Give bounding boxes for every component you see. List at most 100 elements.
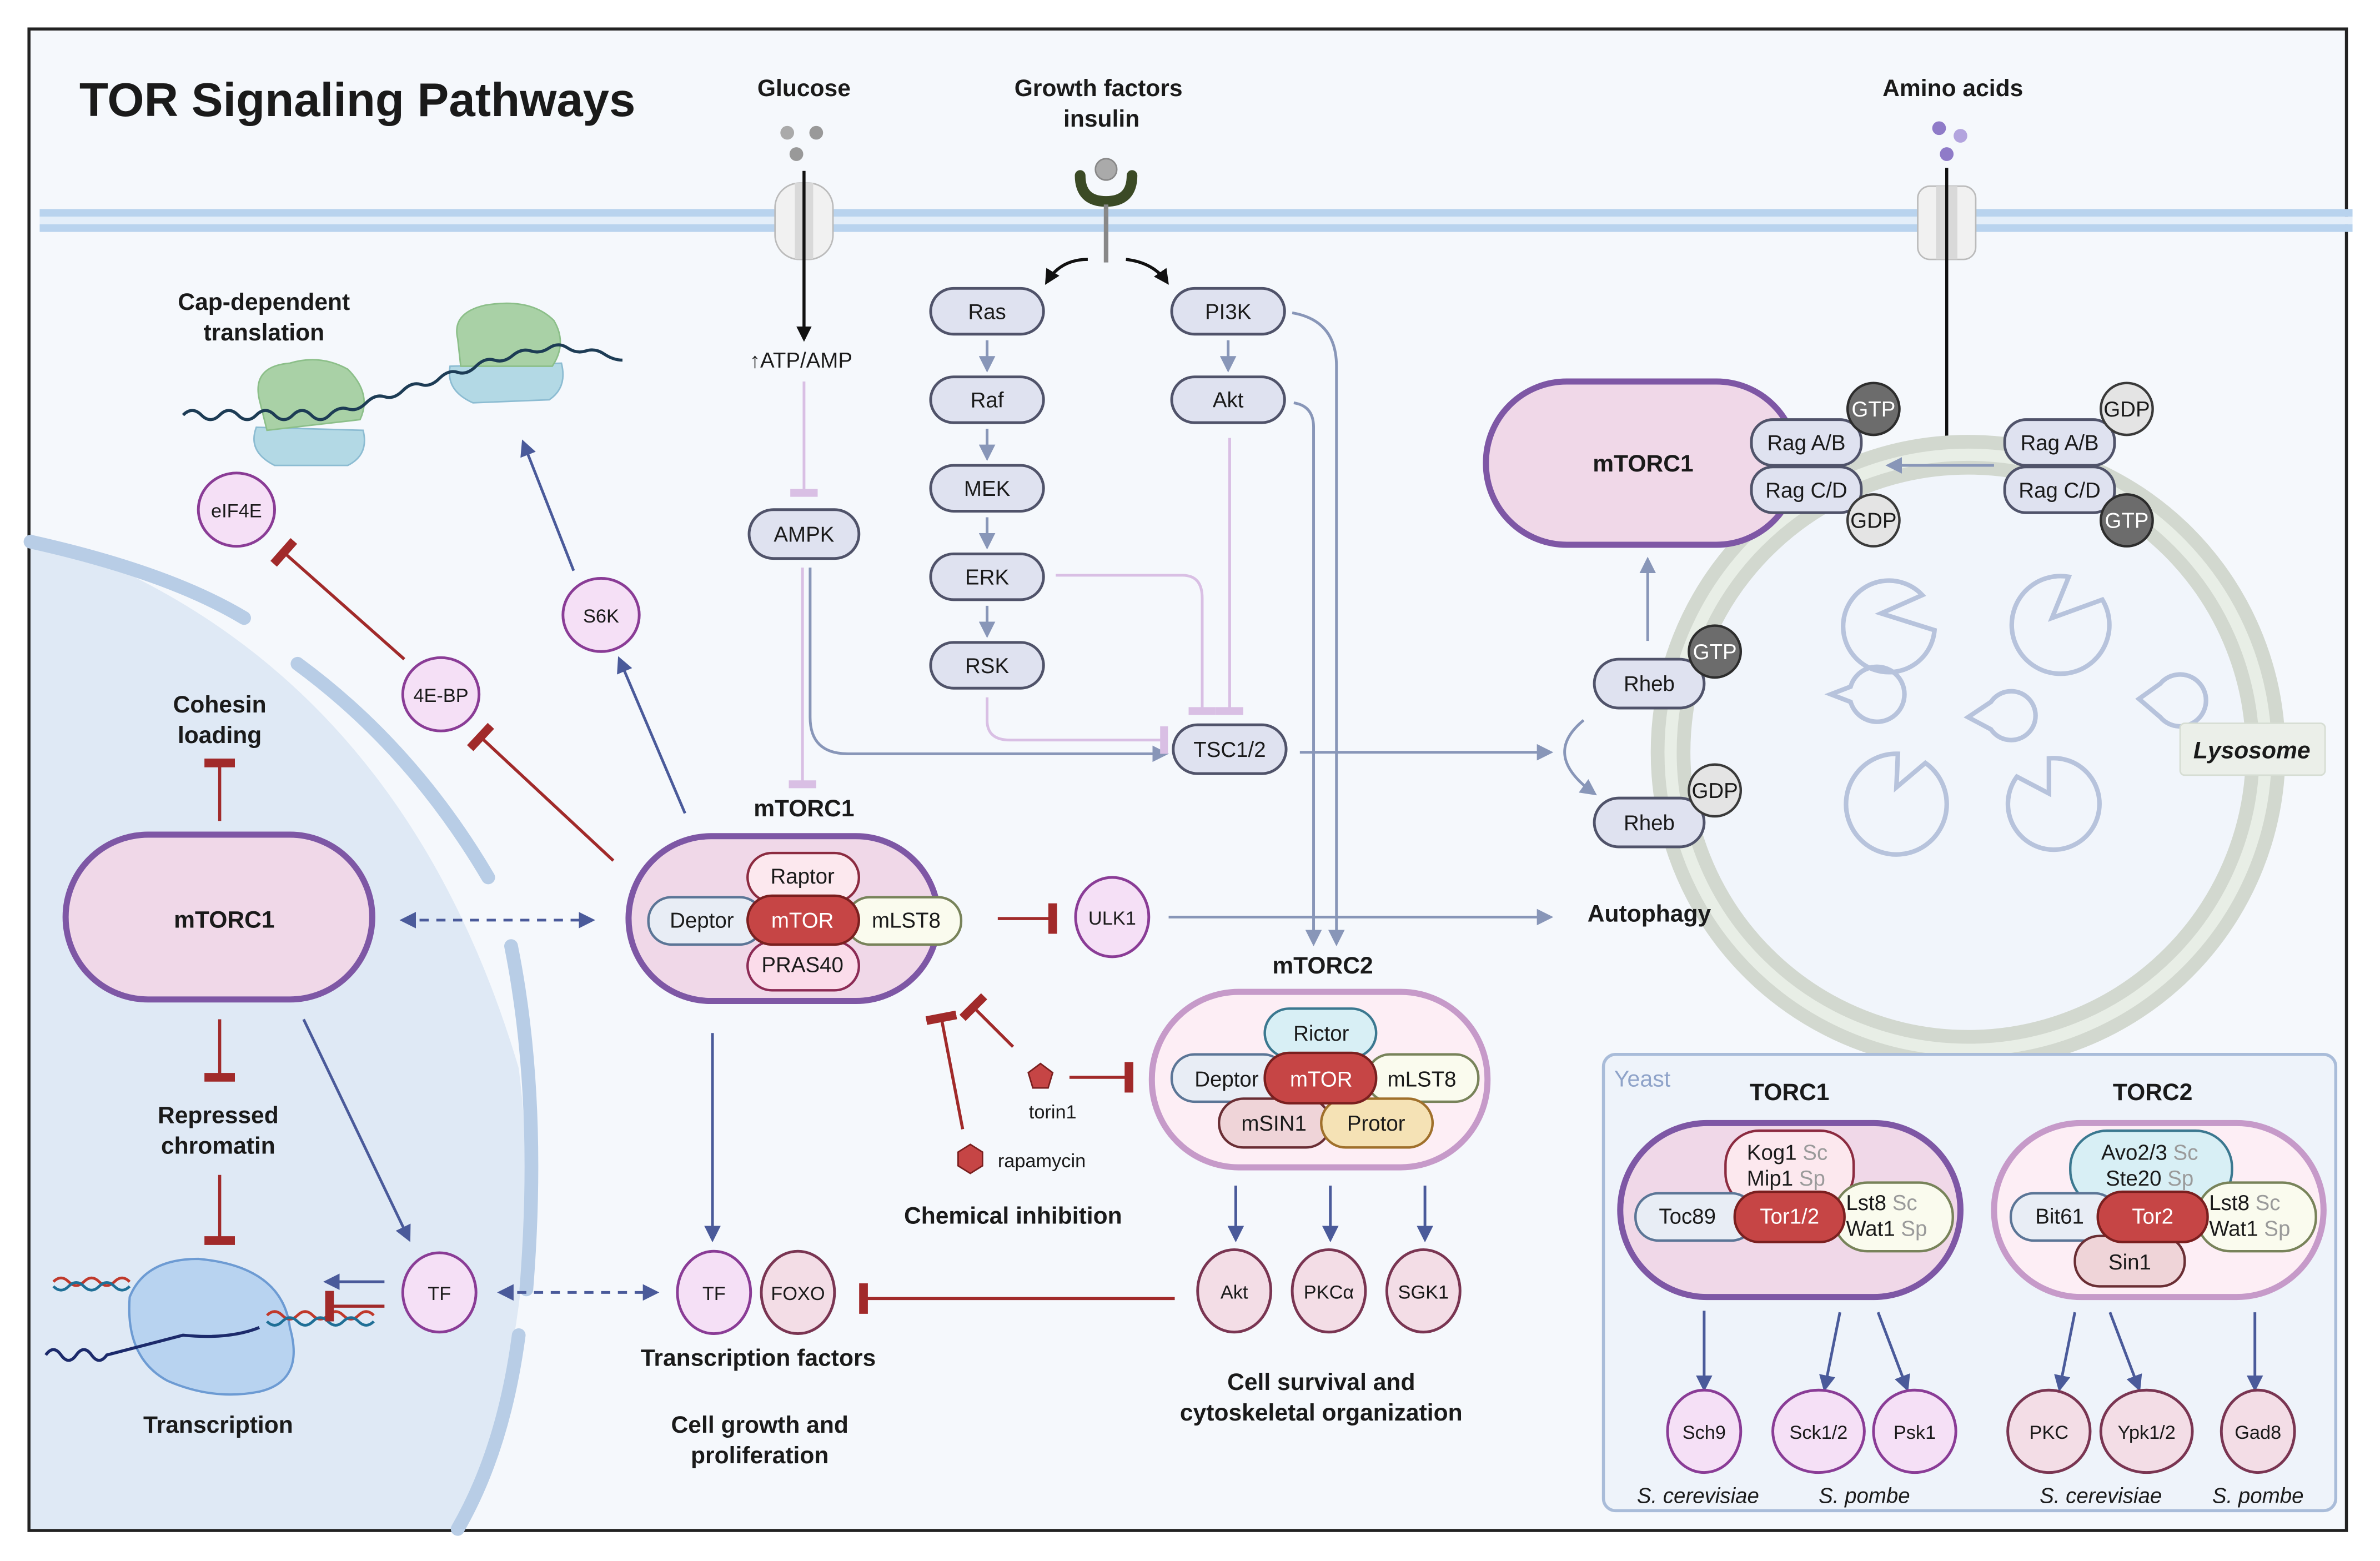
svg-text:Ypk1/2: Ypk1/2	[2117, 1422, 2175, 1443]
raf-node[interactable]: Raf	[929, 375, 1045, 424]
receptor-to-ras-arrow	[1045, 258, 1088, 285]
svg-text:mTOR: mTOR	[1290, 1067, 1353, 1091]
autophagy-label: Autophagy	[1588, 901, 1711, 927]
mtorc1-4ebp-inhibition	[466, 722, 615, 862]
mtorc1-tf-arrow	[302, 1018, 411, 1242]
svg-text:RSK: RSK	[965, 654, 1009, 678]
svg-text:Ras: Ras	[968, 300, 1006, 324]
svg-text:Tor1/2: Tor1/2	[1760, 1205, 1819, 1229]
mek-node[interactable]: MEK	[929, 464, 1045, 513]
ulk1-node[interactable]: ULK1	[1074, 876, 1151, 958]
svg-text:PKC: PKC	[2030, 1422, 2069, 1443]
svg-text:ERK: ERK	[965, 565, 1009, 589]
akt-node[interactable]: Akt	[1170, 375, 1286, 424]
sch9-node[interactable]: Sch9	[1666, 1388, 1743, 1474]
svg-text:eIF4E: eIF4E	[211, 501, 262, 522]
cohesin-label: Cohesin	[173, 691, 267, 718]
svg-text:Avo2/3 Sc: Avo2/3 Sc	[2101, 1141, 2198, 1165]
svg-text:GTP: GTP	[2105, 509, 2148, 533]
lysosome-label-box	[2179, 722, 2326, 776]
protor-subunit	[1320, 1097, 1434, 1149]
4ebp-node[interactable]: 4E-BP	[401, 656, 481, 732]
sck12-node[interactable]: Sck1/2	[1771, 1388, 1866, 1474]
rapamycin-icon	[957, 1143, 983, 1174]
foxo-node[interactable]: FOXO	[760, 1249, 836, 1336]
eif4e-node[interactable]: eIF4E	[197, 471, 277, 548]
sgk1-target-node[interactable]: SGK1	[1385, 1248, 1462, 1334]
svg-text:Ste20 Sp: Ste20 Sp	[2106, 1167, 2193, 1191]
rheb-gdp-node[interactable]: Rheb	[1593, 796, 1706, 849]
svg-text:FOXO: FOXO	[771, 1283, 825, 1304]
ypk12-node[interactable]: Ypk1/2	[2099, 1388, 2194, 1474]
nuclear-tf-node[interactable]: TF	[401, 1251, 478, 1334]
amino-acid-molecules-icon	[1932, 121, 1967, 161]
rag-cd-active[interactable]: Rag C/D	[1750, 465, 1863, 514]
tf-node[interactable]: TF	[676, 1249, 752, 1336]
torc2-pkc-arrow	[2054, 1312, 2076, 1392]
mtorc2-complex[interactable]: Rictor Deptor mLST8 mSIN1 Protor mTOR	[1148, 988, 1491, 1171]
rsk-node[interactable]: RSK	[929, 641, 1045, 690]
mtorc2-header: mTORC2	[1272, 952, 1373, 979]
svg-text:TF: TF	[702, 1283, 726, 1304]
torc1-psk1-arrow	[1876, 1312, 1910, 1392]
pi3k-node[interactable]: PI3K	[1170, 287, 1286, 336]
nuclear-mtorc1[interactable]: mTORC1	[62, 831, 375, 1003]
tor-subunit	[1733, 1190, 1846, 1243]
gdp-badge: GDP	[1846, 493, 1901, 548]
lysosome-enzyme-icons	[1824, 574, 2208, 857]
repressed-chromatin-label: Repressed	[158, 1102, 279, 1128]
rag-ab-active[interactable]: Rag A/B	[1750, 418, 1863, 467]
rag-cd-inactive[interactable]: Rag C/D	[2003, 465, 2116, 514]
svg-text:Lst8 Sc: Lst8 Sc	[2209, 1191, 2280, 1215]
chemical-inhibition-label: Chemical inhibition	[904, 1203, 1122, 1229]
svg-text:Lst8 Sc: Lst8 Sc	[1846, 1191, 1917, 1215]
cap-translation-label-2: translation	[203, 319, 324, 346]
pi3k-mtorc2-arrow	[1292, 311, 1345, 947]
plasma-membrane	[39, 209, 2353, 232]
glucose-label: Glucose	[757, 75, 851, 102]
s6k-node[interactable]: S6K	[561, 576, 641, 653]
transcription-factors-label: Transcription factors	[641, 1344, 876, 1371]
pkc-node[interactable]: PKC	[2006, 1388, 2092, 1474]
species-label: S. cerevisiae	[1637, 1484, 1759, 1508]
svg-text:Gad8: Gad8	[2235, 1422, 2281, 1443]
lysosome-mtorc1[interactable]: mTORC1	[1483, 378, 1800, 548]
svg-text:mTOR: mTOR	[771, 909, 834, 933]
gtp-badge: GTP	[2100, 493, 2154, 548]
rna-polymerase-icon	[44, 1257, 375, 1396]
rsk-tsc-inhibition	[986, 697, 1168, 754]
page-title: TOR Signaling Pathways	[79, 74, 636, 127]
svg-text:Sch9: Sch9	[1683, 1422, 1726, 1443]
mtorc1-complex[interactable]: Raptor PRAS40 Deptor mLST8 mTOR	[625, 833, 963, 1005]
akt-target-node[interactable]: Akt	[1196, 1248, 1273, 1334]
torin1-label: torin1	[1029, 1102, 1077, 1123]
svg-text:mLST8: mLST8	[872, 909, 941, 933]
yeast-torc1-complex[interactable]: Kog1 Sc Mip1 Sp Toc89 Lst8 Sc Wat1 Sp To…	[1617, 1120, 1964, 1301]
cohesin-label-2: loading	[178, 722, 262, 749]
svg-text:Mip1 Sp: Mip1 Sp	[1747, 1167, 1825, 1191]
tsc-node[interactable]: TSC1/2	[1172, 723, 1288, 775]
svg-text:TSC1/2: TSC1/2	[1193, 738, 1266, 762]
psk1-node[interactable]: Psk1	[1872, 1388, 1957, 1474]
mtorc1-header: mTORC1	[754, 795, 854, 822]
erk-node[interactable]: ERK	[929, 552, 1045, 601]
rheb-gtp-node[interactable]: Rheb	[1593, 657, 1706, 710]
svg-text:Raf: Raf	[971, 389, 1004, 413]
svg-text:Rag C/D: Rag C/D	[2019, 479, 2100, 503]
torin1-icon	[1027, 1062, 1054, 1089]
svg-text:Rag A/B: Rag A/B	[1767, 431, 1845, 455]
ras-node[interactable]: Ras	[929, 287, 1045, 336]
svg-text:TF: TF	[428, 1283, 451, 1304]
mtor-subunit	[1263, 1051, 1378, 1105]
yeast-torc2-complex[interactable]: Avo2/3 Sc Ste20 Sp Bit61 Sin1 Lst8 Sc Wa…	[1991, 1120, 2327, 1301]
pkca-target-node[interactable]: PKCα	[1291, 1248, 1367, 1334]
rag-ab-inactive[interactable]: Rag A/B	[2003, 418, 2116, 467]
akt-mtorc2-arrow	[1293, 401, 1322, 947]
svg-text:Wat1 Sp: Wat1 Sp	[1846, 1217, 1927, 1241]
ampk-node[interactable]: AMPK	[747, 508, 861, 560]
svg-text:Kog1 Sc: Kog1 Sc	[1747, 1141, 1827, 1165]
svg-text:4E-BP: 4E-BP	[413, 685, 468, 706]
gad8-node[interactable]: Gad8	[2220, 1388, 2296, 1474]
4ebp-eif4e-inhibition	[270, 538, 405, 661]
svg-text:Raptor: Raptor	[770, 865, 835, 889]
